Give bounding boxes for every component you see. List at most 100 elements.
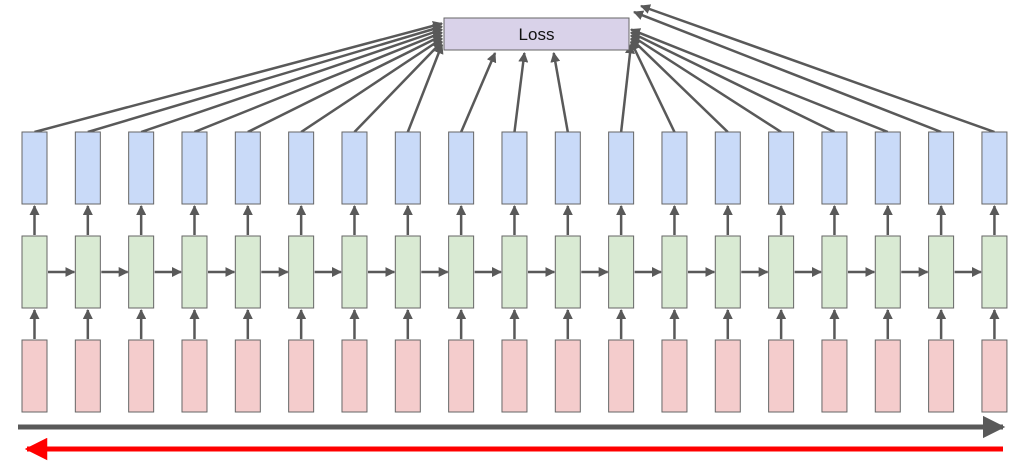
timestep-column (661, 131, 716, 413)
timestep-column (608, 131, 662, 413)
hidden-node (21, 235, 48, 309)
input-node (981, 339, 1008, 413)
output-to-loss-arrow (140, 27, 443, 134)
timestep-column (128, 131, 182, 413)
loss-node: Loss (443, 17, 630, 51)
input-node (661, 339, 688, 413)
output-node (448, 131, 475, 205)
output-to-loss-arrow (406, 43, 444, 133)
input-node (181, 339, 208, 413)
output-to-loss-arrow (630, 34, 782, 134)
input-node (74, 339, 101, 413)
hidden-node (928, 235, 955, 309)
input-node (821, 339, 848, 413)
output-node (768, 131, 795, 205)
timestep-column (448, 131, 502, 413)
timestep-column (554, 131, 609, 413)
output-to-loss-arrow (247, 34, 443, 134)
hidden-node (874, 235, 901, 309)
hidden-node (341, 235, 368, 309)
timestep-column (821, 131, 876, 413)
hidden-node (981, 235, 1008, 309)
output-node (394, 131, 421, 205)
input-node (768, 339, 795, 413)
output-to-loss-arrow (87, 24, 443, 134)
output-node (288, 131, 315, 205)
timestep-column (341, 131, 396, 413)
output-node (661, 131, 688, 205)
hidden-node (554, 235, 581, 309)
input-node (128, 339, 155, 413)
timestep-column (501, 131, 556, 413)
output-to-loss-arrow (640, 4, 995, 134)
rnn-cells (21, 131, 1008, 413)
input-node (501, 339, 528, 413)
output-node (181, 131, 208, 205)
output-node (821, 131, 848, 205)
input-node (554, 339, 581, 413)
input-node (448, 339, 475, 413)
output-node (928, 131, 955, 205)
hidden-node (288, 235, 315, 309)
timestep-column (768, 131, 822, 413)
timestep-column (394, 131, 449, 413)
output-to-loss-arrow (630, 28, 889, 134)
hidden-node (501, 235, 528, 309)
hidden-node (714, 235, 741, 309)
output-node (128, 131, 155, 205)
hidden-node (234, 235, 261, 309)
timestep-column (181, 131, 236, 413)
input-node (874, 339, 901, 413)
output-node (874, 131, 901, 205)
hidden-node (821, 235, 848, 309)
output-node (554, 131, 581, 205)
hidden-node (74, 235, 101, 309)
output-to-loss-arrow (619, 43, 635, 133)
output-to-loss-arrow (629, 40, 676, 133)
output-node (608, 131, 635, 205)
timestep-column (981, 131, 1008, 413)
output-node (714, 131, 741, 205)
output-to-loss-arrow (550, 52, 570, 133)
timestep-column (288, 131, 342, 413)
output-node (234, 131, 261, 205)
input-node (714, 339, 741, 413)
output-node (21, 131, 48, 205)
output-to-loss-arrow (633, 10, 942, 134)
loss-label: Loss (519, 25, 555, 44)
loss-arrows (34, 4, 995, 134)
output-to-loss-arrow (34, 20, 443, 134)
timestep-column (714, 131, 769, 413)
input-node (21, 339, 48, 413)
timestep-column (21, 131, 76, 413)
hidden-node (768, 235, 795, 309)
input-node (288, 339, 315, 413)
hidden-node (394, 235, 421, 309)
input-node (341, 339, 368, 413)
loss-box (443, 17, 630, 51)
hidden-node (661, 235, 688, 309)
input-node (608, 339, 635, 413)
output-to-loss-arrow (300, 37, 443, 134)
hidden-node (181, 235, 208, 309)
timestep-column (928, 131, 982, 413)
output-to-loss-arrow (513, 52, 529, 133)
timestep-column (74, 131, 129, 413)
hidden-node (608, 235, 635, 309)
output-node (501, 131, 528, 205)
input-node (394, 339, 421, 413)
timestep-column (234, 131, 289, 413)
input-node (928, 339, 955, 413)
output-node (74, 131, 101, 205)
hidden-node (128, 235, 155, 309)
output-to-loss-arrow (459, 52, 497, 133)
hidden-node (448, 235, 475, 309)
output-to-loss-arrow (194, 31, 443, 134)
input-node (234, 339, 261, 413)
output-node (981, 131, 1008, 205)
output-to-loss-arrow (630, 31, 835, 134)
timestep-column (874, 131, 929, 413)
output-node (341, 131, 368, 205)
output-to-loss-arrow (630, 37, 729, 133)
